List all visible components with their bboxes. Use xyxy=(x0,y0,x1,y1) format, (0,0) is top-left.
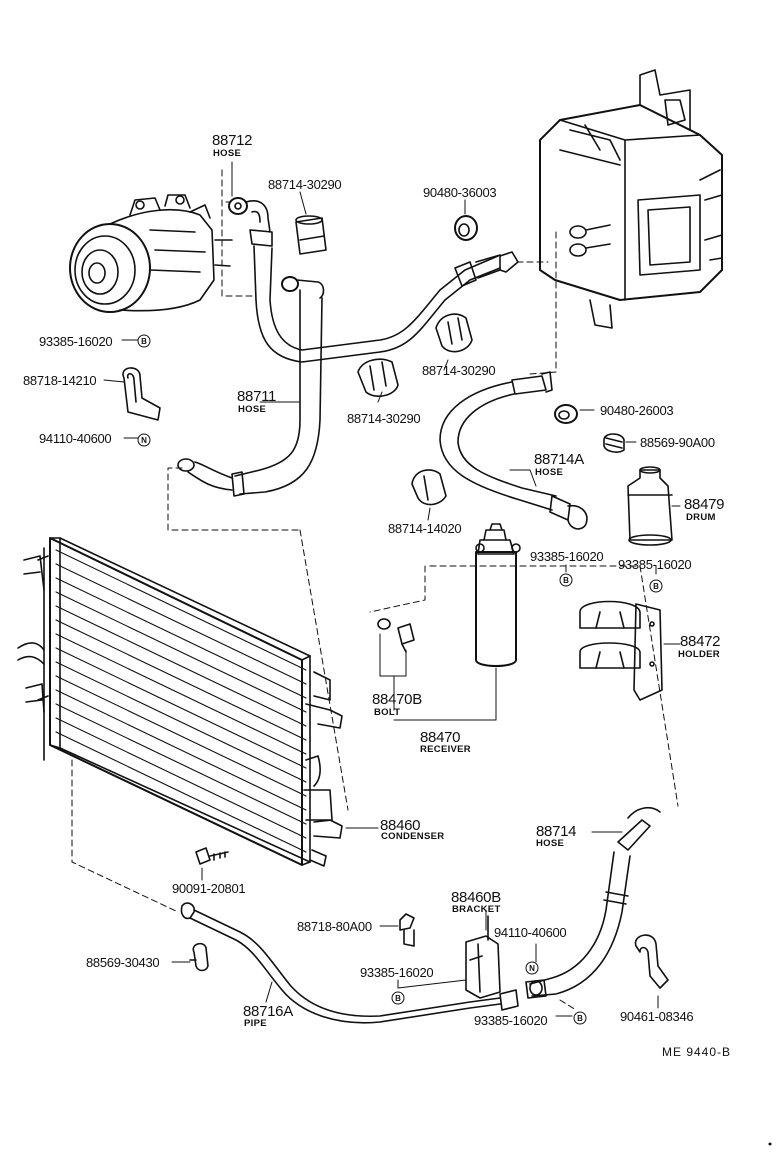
evaporator-unit xyxy=(539,69,723,329)
label-bolt-name: BOLT xyxy=(374,707,401,718)
leader-condenser xyxy=(71,529,349,913)
label-nut-b: 94110-40600 xyxy=(494,925,567,940)
bracket-88460b xyxy=(465,915,501,999)
grommet-90480-36003 xyxy=(454,215,478,241)
symbol-plug-c: B xyxy=(653,582,659,591)
label-grommet-b: 90480-26003 xyxy=(600,403,674,418)
symbol-plug-d: B xyxy=(395,994,401,1003)
cushion-88714-30290-top xyxy=(295,215,327,255)
label-receiver-name: RECEIVER xyxy=(420,744,471,755)
grommet-90480-26003 xyxy=(554,404,578,424)
hose-88712 xyxy=(228,197,519,363)
symbol-nut-a: N xyxy=(141,436,147,445)
bolt-88470b xyxy=(377,618,415,653)
label-screw: 90091-20801 xyxy=(172,881,246,896)
label-clamp-e: 90461-08346 xyxy=(620,1009,694,1024)
label-pipe-name: PIPE xyxy=(244,1018,267,1029)
label-condenser-number: 88460 xyxy=(380,817,421,834)
symbol-circles xyxy=(137,334,663,1025)
label-grommet-a: 90480-36003 xyxy=(423,185,497,200)
clamp-88718-80a00 xyxy=(399,913,415,947)
leader-88714 xyxy=(369,565,679,1011)
symbol-plug-a: B xyxy=(141,337,147,346)
label-holder-number: 88472 xyxy=(680,633,721,650)
receiver-88470 xyxy=(475,523,521,667)
label-88714-name: HOSE xyxy=(536,838,565,849)
label-receiver-number: 88470 xyxy=(420,729,461,746)
diagram-reference: ME 9440-B xyxy=(662,1045,732,1059)
label-plug-a: 93385-16020 xyxy=(39,334,113,349)
condenser-88460 xyxy=(17,537,343,867)
symbol-plug-b: B xyxy=(563,576,569,585)
hose-88714a xyxy=(439,371,588,530)
label-clamp-b: 88569-90A00 xyxy=(640,435,715,450)
clamp-90461-08346 xyxy=(634,934,669,989)
label-bracket-name: BRACKET xyxy=(452,904,501,915)
label-cushion-b: 88714-30290 xyxy=(422,363,496,378)
compressor xyxy=(69,194,233,313)
symbol-plug-e: B xyxy=(577,1014,583,1023)
hose-88714 xyxy=(525,806,661,999)
drum-88479 xyxy=(627,466,673,546)
label-holder-name: HOLDER xyxy=(678,649,720,660)
label-88711-number: 88711 xyxy=(237,388,277,405)
label-cushion-d: 88714-14020 xyxy=(388,521,462,536)
label-88714-number: 88714 xyxy=(536,823,577,840)
cushion-88714-30290-left xyxy=(357,358,399,397)
label-88714a-name: HOSE xyxy=(535,467,564,478)
label-88712-name: HOSE xyxy=(213,148,242,159)
label-plug-c: 93385-16020 xyxy=(618,557,692,572)
leader-evaporator xyxy=(516,231,557,375)
label-clamp-c: 88718-80A00 xyxy=(297,919,372,934)
label-nut-a: 94110-40600 xyxy=(39,431,112,446)
leader-88711 xyxy=(167,467,301,531)
cushion-88714-14020 xyxy=(411,469,447,506)
label-bracket-number: 88460B xyxy=(451,889,501,906)
cushion-88714-30290-mid xyxy=(435,313,473,353)
label-pipe-number: 88716A xyxy=(243,1003,293,1020)
leader-compressor xyxy=(221,169,253,297)
label-88714a-number: 88714A xyxy=(534,451,584,468)
label-leaders xyxy=(103,161,681,1017)
label-plug-b: 93385-16020 xyxy=(530,549,604,564)
label-cushion-a: 88714-30290 xyxy=(268,177,342,192)
label-bolt-number: 88470B xyxy=(372,691,422,708)
symbol-nut-b: N xyxy=(529,964,535,973)
label-drum-number: 88479 xyxy=(684,496,725,513)
label-plug-d: 93385-16020 xyxy=(360,965,434,980)
label-clamp-d: 88569-30430 xyxy=(86,955,160,970)
label-88711-name: HOSE xyxy=(238,404,267,415)
bracket-lines-receiver xyxy=(379,633,497,721)
label-plug-e: 93385-16020 xyxy=(474,1013,548,1028)
label-condenser-name: CONDENSER xyxy=(381,831,445,842)
hose-88711 xyxy=(177,276,325,497)
label-88712-number: 88712 xyxy=(212,132,253,149)
clamp-88718-14210 xyxy=(122,367,161,421)
holder-88472 xyxy=(579,600,663,701)
screw-90091-20801 xyxy=(195,847,229,865)
label-drum-name: DRUM xyxy=(686,512,716,523)
label-cushion-c: 88714-30290 xyxy=(347,411,421,426)
corner-dot xyxy=(768,1142,772,1146)
clamp-88569-90a00 xyxy=(603,433,625,453)
label-clamp-a: 88718-14210 xyxy=(23,373,97,388)
clamp-88569-30430 xyxy=(189,942,209,972)
pipe-88716a xyxy=(180,902,519,1024)
